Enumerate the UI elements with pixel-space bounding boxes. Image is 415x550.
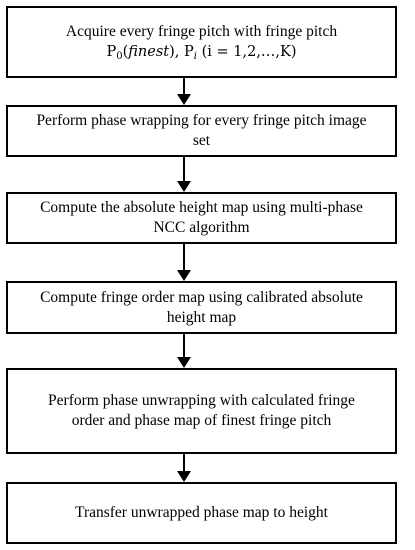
finest-label: finest	[128, 44, 170, 60]
step-box-transfer-to-height: Transfer unwrapped phase map to height	[6, 482, 397, 544]
step-1-formula: P0(finest), Pi (i = 1,2,…,K)	[106, 42, 296, 62]
step-box-fringe-order-map: Compute fringe order map using calibrate…	[6, 281, 397, 334]
step-box-phase-unwrapping: Perform phase unwrapping with calculated…	[6, 368, 397, 454]
step-box-acquire-fringe-pitch: Acquire every fringe pitch with fringe p…	[6, 6, 397, 78]
index-range: (i = 1,2,…,K)	[196, 44, 297, 60]
step-box-phase-wrapping: Perform phase wrapping for every fringe …	[6, 105, 397, 157]
arrow-down-4	[176, 334, 192, 368]
p0-subscript: 0	[116, 51, 123, 62]
step-4-text-line-2: height map	[166, 308, 237, 326]
step-box-absolute-height-map: Compute the absolute height map using mu…	[6, 192, 397, 244]
p0-paren-open: (	[122, 44, 129, 60]
p0-paren-close: )	[169, 44, 175, 60]
arrow-down-1	[176, 78, 192, 105]
step-3-text-line-2: NCC algorithm	[153, 219, 250, 236]
formula-comma: ,	[174, 44, 185, 60]
step-2-text-line-2: set	[192, 132, 211, 149]
step-5-text-line-2: order and phase map of finest fringe pit…	[71, 412, 332, 429]
step-2-text-line-1: Perform phase wrapping for every fringe …	[36, 112, 367, 129]
step-1-text-line-1: Acquire every fringe pitch with fringe p…	[65, 23, 338, 40]
arrow-down-2	[176, 157, 192, 192]
pi-symbol: P	[184, 44, 194, 60]
pi-subscript: i	[193, 51, 197, 62]
p0-symbol: P	[106, 44, 117, 60]
step-3-text-line-1: Compute the absolute height map using mu…	[40, 199, 363, 216]
step-4-text-line-1: Compute fringe order map using calibrate…	[40, 288, 363, 306]
arrow-down-3	[176, 244, 192, 281]
arrow-down-5	[176, 454, 192, 482]
step-5-text-line-1: Perform phase unwrapping with calculated…	[48, 392, 355, 409]
step-6-text-line-1: Transfer unwrapped phase map to height	[75, 504, 328, 521]
